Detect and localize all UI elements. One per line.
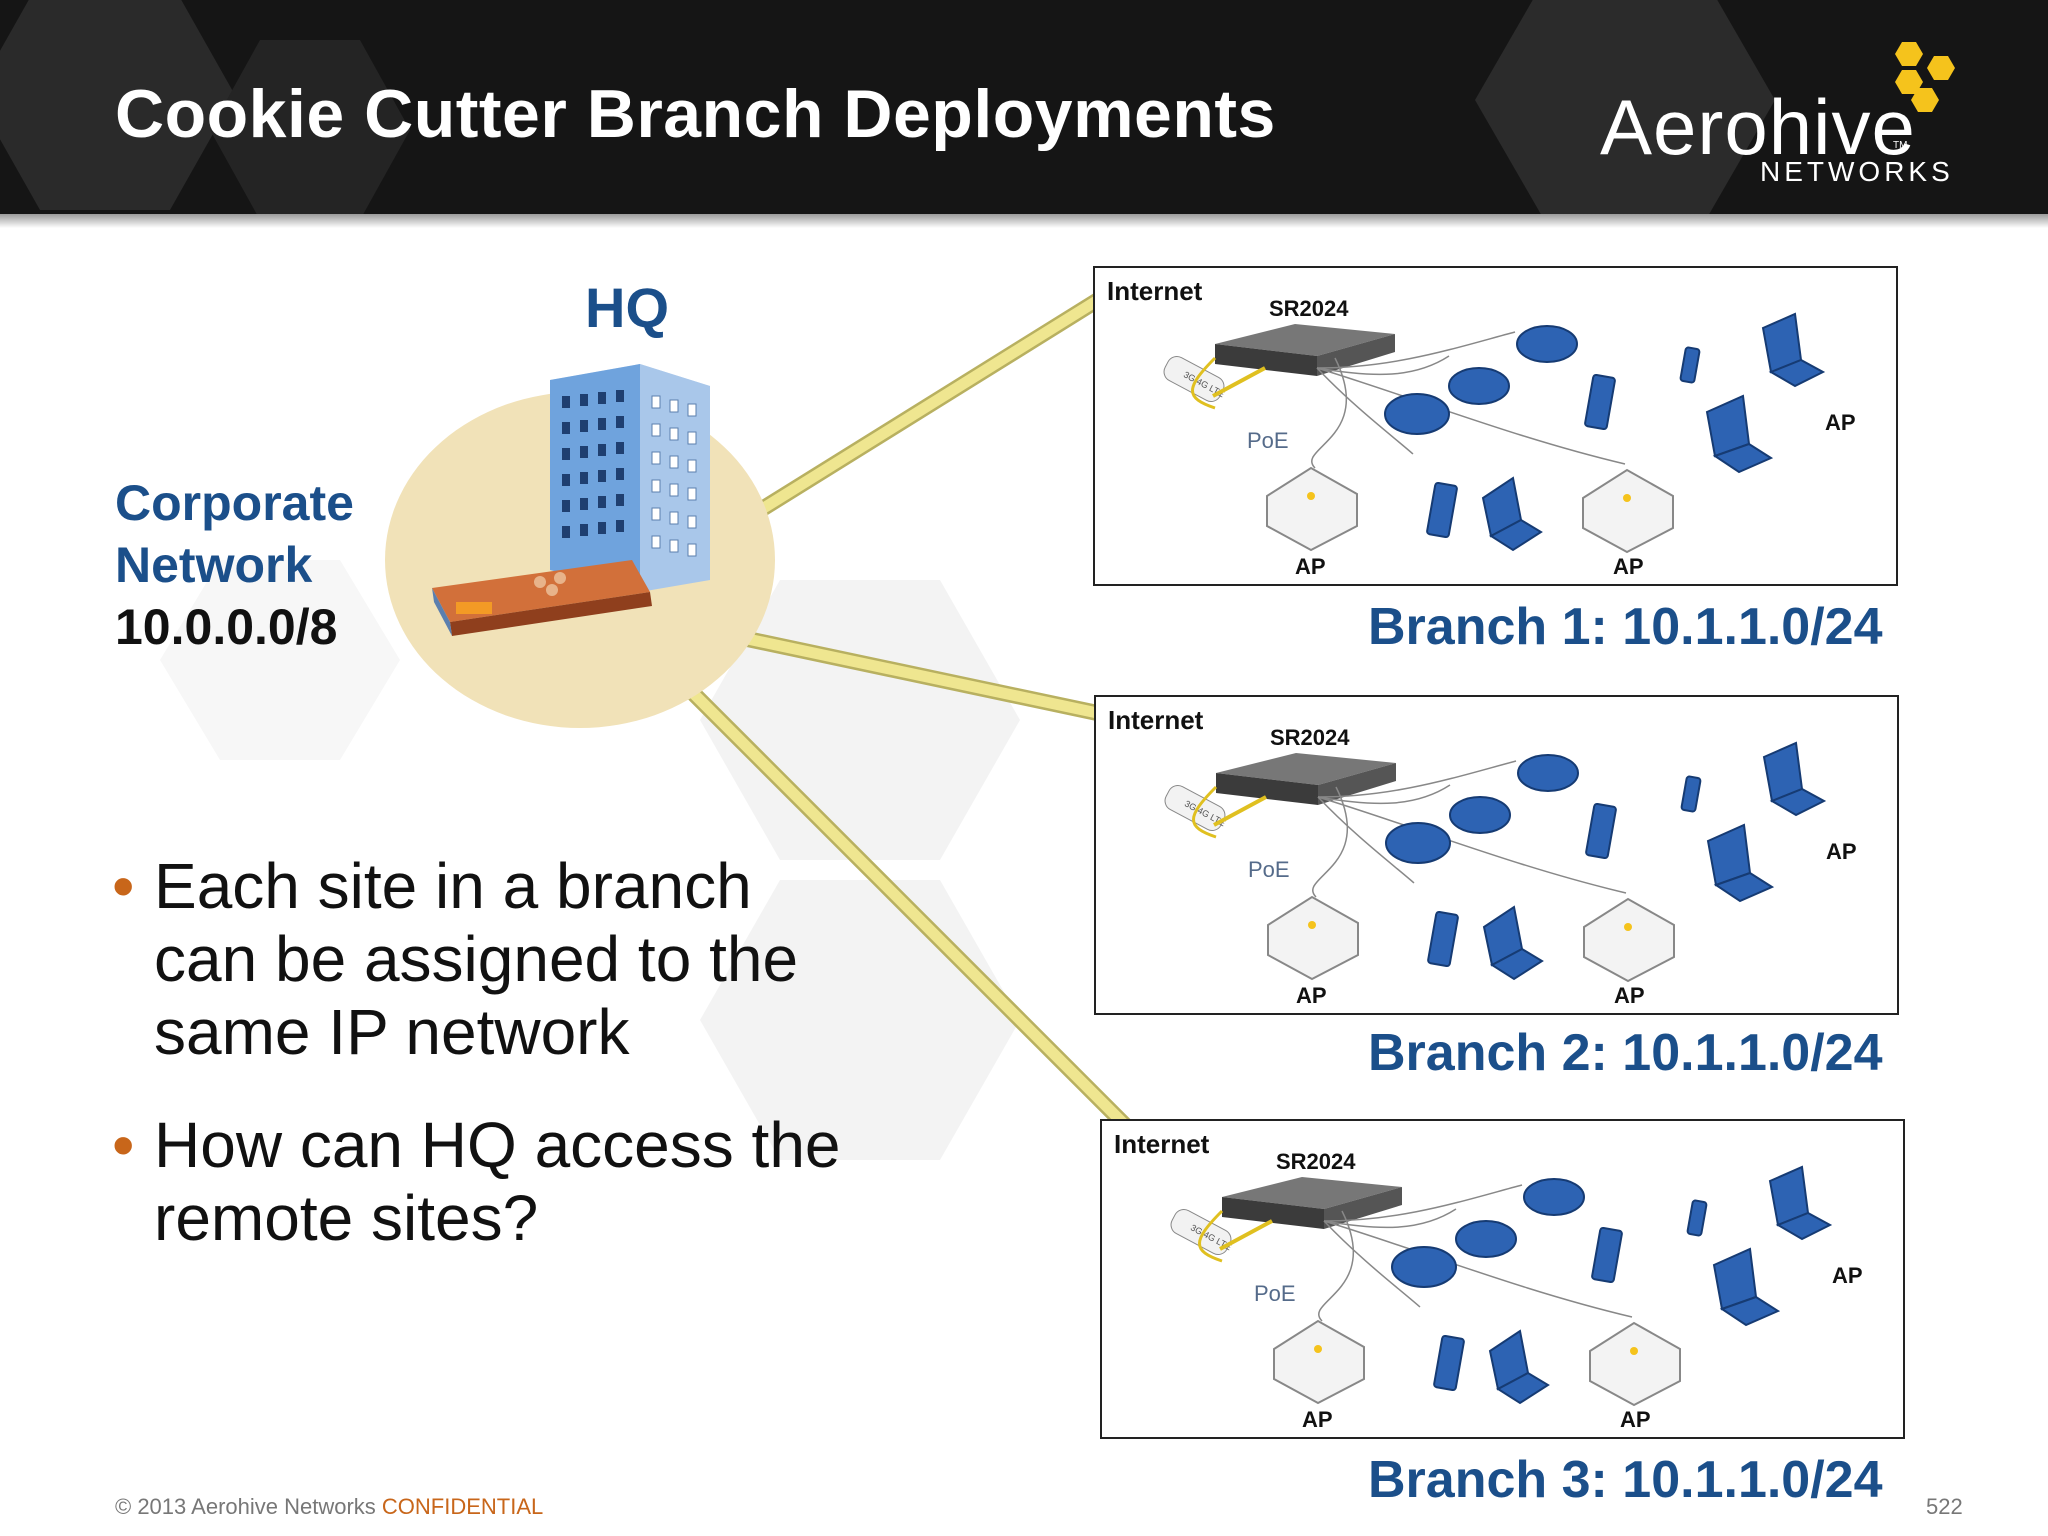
- branch-network-diagram: Internet SR2024 3G/4G LTE PoE: [1108, 705, 1857, 1008]
- branch-1-label: Branch 1: 10.1.1.0/24: [1368, 598, 1883, 656]
- bullet-list: • Each site in a branch can be assigned …: [112, 850, 872, 1295]
- slide-header: Cookie Cutter Branch Deployments Aerohiv…: [0, 0, 2048, 214]
- bullet-item: • How can HQ access the remote sites?: [112, 1109, 872, 1255]
- laptop-icon: [1482, 741, 1827, 981]
- access-point-icon: [1266, 466, 1674, 554]
- tablet-icon: [1427, 775, 1702, 968]
- tablet-icon: [1433, 1199, 1708, 1392]
- poe-label: PoE: [1248, 857, 1290, 882]
- corporate-network-label-line1: Corporate: [115, 475, 354, 531]
- hq-label: HQ: [585, 276, 669, 339]
- branch-3-diagram: Internet SR2024 3G/4G LTE PoE: [1100, 1119, 1905, 1439]
- confidential-label: CONFIDENTIAL: [381, 1494, 544, 1519]
- router-icon: [1222, 1177, 1402, 1229]
- footer-copyright: © 2013 Aerohive Networks CONFIDENTIAL: [115, 1494, 543, 1520]
- branch-1-diagram: Internet SR2024 3G/4G LTE PoE: [1093, 266, 1898, 586]
- header-hexagon-pattern: [0, 0, 1775, 214]
- ap-label: AP: [1614, 983, 1645, 1008]
- router-icon: [1215, 324, 1395, 376]
- ap-label: AP: [1613, 554, 1644, 579]
- laptop-icon: [1481, 312, 1826, 552]
- ap-label: AP: [1295, 554, 1326, 579]
- bullet-text: Each site in a branch can be assigned to…: [154, 850, 799, 1068]
- router-model-label: SR2024: [1276, 1149, 1356, 1174]
- bullet-marker: •: [112, 1109, 135, 1181]
- branch-2-diagram: Internet SR2024 3G/4G LTE PoE: [1094, 695, 1899, 1015]
- tablet-icon: [1426, 346, 1701, 539]
- header-shadow: [0, 214, 2048, 228]
- branch-network-diagram: Internet SR2024 3G/4G LTE PoE: [1114, 1129, 1863, 1432]
- branch-2-label: Branch 2: 10.1.1.0/24: [1368, 1024, 1883, 1082]
- hq-router-icon: [432, 560, 652, 636]
- copyright-text: © 2013 Aerohive Networks: [115, 1494, 382, 1519]
- logo-subtitle: NETWORKS: [1760, 156, 1954, 187]
- logo-wordmark: Aerohive: [1600, 83, 1916, 171]
- page-number: 522: [1926, 1494, 1963, 1519]
- ap-label: AP: [1302, 1407, 1333, 1432]
- branch-3-label: Branch 3: 10.1.1.0/24: [1368, 1451, 1883, 1509]
- bullet-text: How can HQ access the remote sites?: [154, 1109, 841, 1254]
- logo-hexagons-icon: [1895, 42, 1955, 112]
- hq-building-icon: [550, 364, 710, 592]
- slide-title: Cookie Cutter Branch Deployments: [115, 76, 1276, 152]
- branch-network-diagram: Internet SR2024 3G/4G LTE PoE: [1107, 276, 1856, 579]
- aerohive-logo: Aerohive TM NETWORKS: [1590, 40, 1990, 190]
- access-point-icon: [1273, 1319, 1681, 1407]
- ap-label: AP: [1826, 839, 1857, 864]
- hq-illustration: [385, 364, 775, 728]
- bullet-item: • Each site in a branch can be assigned …: [112, 850, 872, 1069]
- router-model-label: SR2024: [1270, 725, 1350, 750]
- phone-icon: [1385, 754, 1579, 864]
- ap-label: AP: [1825, 410, 1856, 435]
- phone-icon: [1384, 325, 1578, 435]
- router-icon: [1216, 753, 1396, 805]
- logo-trademark: TM: [1893, 140, 1908, 151]
- internet-label: Internet: [1108, 705, 1204, 735]
- router-model-label: SR2024: [1269, 296, 1349, 321]
- corporate-network-label-line2: Network: [115, 537, 313, 593]
- ap-label: AP: [1832, 1263, 1863, 1288]
- ap-label: AP: [1296, 983, 1327, 1008]
- bullet-marker: •: [112, 850, 135, 922]
- internet-label: Internet: [1107, 276, 1203, 306]
- poe-label: PoE: [1254, 1281, 1296, 1306]
- laptop-icon: [1488, 1165, 1833, 1405]
- internet-label: Internet: [1114, 1129, 1210, 1159]
- corporate-network-address: 10.0.0.0/8: [115, 599, 338, 655]
- poe-label: PoE: [1247, 428, 1289, 453]
- ap-label: AP: [1620, 1407, 1651, 1432]
- phone-icon: [1391, 1178, 1585, 1288]
- access-point-icon: [1267, 895, 1675, 983]
